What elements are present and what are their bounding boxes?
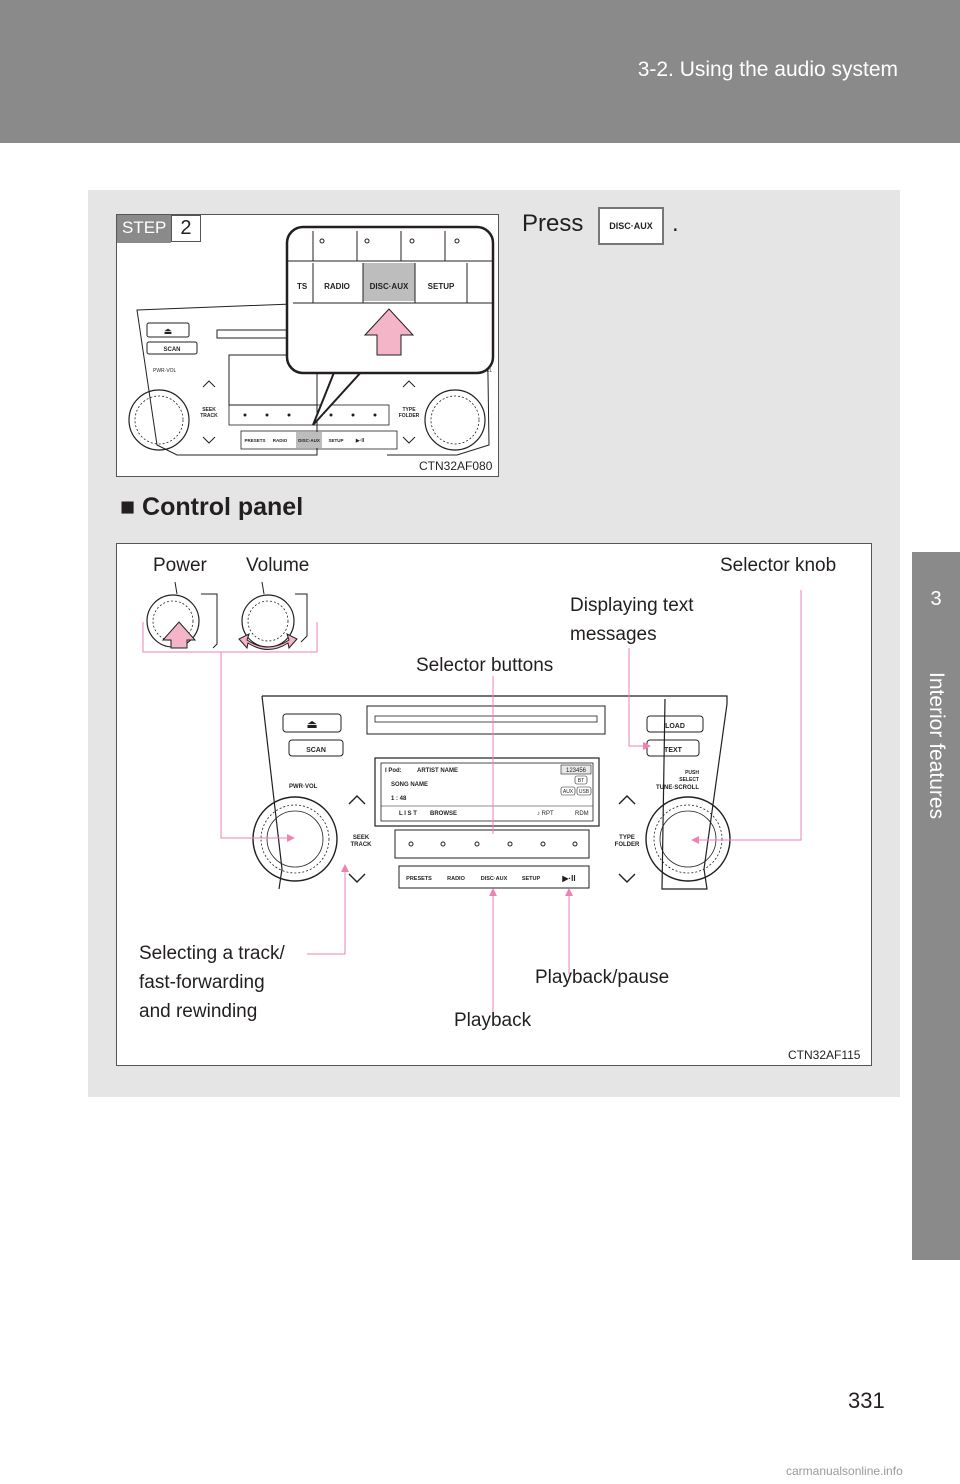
text-button-label: TEXT [664, 747, 683, 754]
seek-label: SEEK [353, 835, 370, 841]
push-label: PUSH [685, 770, 699, 776]
svg-text:PRESETS: PRESETS [244, 438, 265, 443]
pwr-vol-label: PWR·VOL [153, 368, 177, 374]
load-button-label: LOAD [665, 723, 685, 730]
tune-scroll-label: TUNE·SCROLL [656, 785, 699, 791]
step-label: STEP [117, 215, 172, 243]
display-rdm-softkey: RDM [575, 811, 589, 817]
folder-label: FOLDER [615, 842, 640, 848]
control-panel-figure: ⏏ SCAN LOAD TEXT PWR·VOL PUSH SELECT TUN… [116, 543, 872, 1066]
chapter-number: 3 [930, 588, 942, 610]
svg-text:DISC·AUX: DISC·AUX [298, 438, 320, 443]
callout-power: Power [153, 555, 207, 576]
eject-glyph: ⏏ [164, 326, 173, 336]
volume-turn-icon [238, 633, 298, 650]
section-title: 3-2. Using the audio system [637, 58, 898, 81]
callout-selecting-track-1: Selecting a track/ [139, 943, 285, 964]
callout-playback: Playback [454, 1010, 532, 1031]
display-browse-softkey: BROWSE [430, 811, 457, 817]
select-label: SELECT [679, 777, 699, 783]
setup-button-label: SETUP [522, 876, 541, 882]
step-illustration: ⏏ SCAN PWR·VOL TUNE·SCROLL SEEK TRACK TY… [128, 225, 495, 456]
zoom-button-setup: SETUP [428, 282, 455, 291]
svg-text:SETUP: SETUP [328, 438, 343, 443]
step-instruction-suffix: . [672, 210, 679, 237]
page-header: 3-2. Using the audio system [0, 0, 960, 143]
zoom-button-radio: RADIO [324, 282, 350, 291]
zoom-button-disc-aux: DISC·AUX [370, 282, 409, 291]
power-press-icon [161, 621, 197, 649]
selector-knob [645, 796, 731, 882]
radio-button-label: RADIO [447, 876, 465, 882]
svg-text:TYPE: TYPE [402, 407, 416, 413]
step-number: 2 [171, 215, 201, 242]
press-arrow-icon [363, 308, 415, 356]
step-figure: STEP 2 ⏏ SCAN PWR·VOL TUNE·SCROLL SEEK T… [116, 214, 499, 477]
disc-aux-button-icon: DISC·AUX [598, 207, 664, 245]
track-label: TRACK [351, 842, 373, 848]
callout-selector-knob: Selector knob [720, 555, 837, 576]
zoom-button-ts: TS [297, 282, 308, 291]
control-panel-illustration: ⏏ SCAN LOAD TEXT PWR·VOL PUSH SELECT TUN… [142, 581, 802, 1014]
svg-text:TRACK: TRACK [200, 413, 218, 419]
display-song: SONG NAME [391, 782, 428, 788]
svg-text:▶·II: ▶·II [355, 438, 365, 444]
control-panel-heading: ■ Control panel [120, 493, 304, 521]
type-label: TYPE [619, 835, 635, 841]
presets-button-label: PRESETS [406, 876, 432, 882]
svg-text:SEEK: SEEK [202, 407, 216, 413]
page-number: 331 [848, 1388, 885, 1413]
pwr-vol-label: PWR·VOL [289, 784, 318, 790]
scan-button-label: SCAN [306, 747, 326, 754]
callout-playback-pause: Playback/pause [535, 967, 670, 988]
callout-displaying-text-2: messages [570, 624, 657, 645]
svg-text:RADIO: RADIO [273, 438, 288, 443]
display-time: 1 : 48 [391, 796, 407, 802]
watermark: carmanualsonline.info [786, 1464, 903, 1478]
display-bt: BT [578, 778, 584, 784]
display-source: I Pod: [385, 768, 402, 774]
step-instruction: Press [522, 210, 584, 237]
disc-aux-button-label: DISC·AUX [481, 876, 508, 882]
svg-text:FOLDER: FOLDER [399, 413, 420, 419]
display-aux: AUX [563, 789, 574, 795]
figure-code: CTN32AF080 [419, 459, 493, 473]
scan-label: SCAN [163, 347, 180, 353]
display-list-softkey: L I S T [399, 811, 417, 817]
chapter-tab: 3 Interior features [912, 552, 960, 1260]
display-channels: 123456 [566, 768, 587, 774]
callout-selecting-track-2: fast-forwarding [139, 972, 265, 993]
figure2-code: CTN32AF115 [788, 1048, 861, 1062]
pwr-vol-knob [252, 796, 338, 882]
step-badge: STEP 2 [117, 215, 201, 243]
display-usb: USB [579, 789, 590, 795]
eject-icon: ⏏ [306, 717, 317, 731]
display-rpt-softkey: ♪ RPT [537, 811, 554, 817]
play-pause-icon: ▶·II [561, 874, 575, 883]
callout-volume: Volume [246, 555, 310, 576]
callout-displaying-text-1: Displaying text [570, 595, 694, 616]
callout-selector-buttons: Selector buttons [416, 655, 554, 676]
callout-selecting-track-3: and rewinding [139, 1001, 258, 1022]
chapter-name: Interior features [925, 672, 948, 820]
display-artist: ARTIST NAME [417, 768, 458, 774]
